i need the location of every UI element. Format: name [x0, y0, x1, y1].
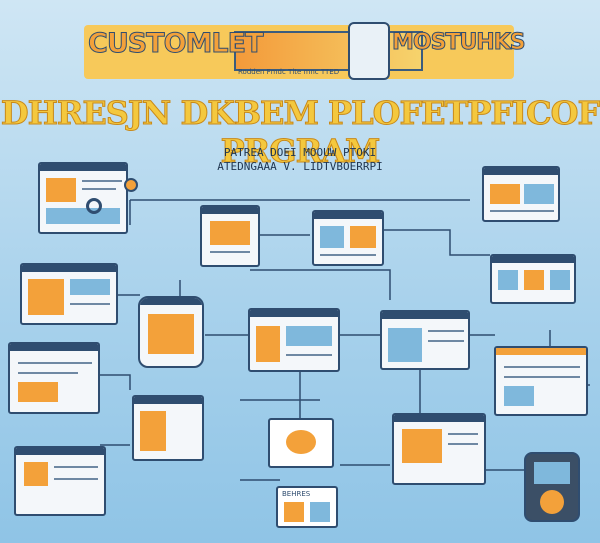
laptop-panel: [200, 205, 260, 267]
window-panel: [248, 308, 340, 372]
window-panel: [392, 413, 486, 485]
window-panel: [494, 346, 588, 416]
card-panel: BEHRES: [276, 486, 338, 528]
device-panel: [524, 452, 580, 522]
graphic-panel: [268, 418, 334, 468]
window-panel: [14, 446, 106, 516]
window-panel: [20, 263, 118, 325]
window-panel: [8, 342, 100, 414]
window-panel: [380, 310, 470, 370]
card-label: BEHRES: [282, 490, 311, 498]
window-panel: [38, 162, 128, 234]
page-title: DHRESJN DKBEM PLOFETPFICOF PRGRAM: [0, 94, 600, 171]
window-panel: [482, 166, 560, 222]
window-panel: [132, 395, 204, 461]
window-panel: [490, 254, 576, 304]
robot-icon: [348, 22, 390, 80]
window-panel: [312, 210, 384, 266]
banner-title-right: MOSTUHKS: [392, 30, 527, 56]
banner-subtitle: Rodden Fmdc Tlte mnc TTED: [238, 68, 340, 76]
header-banner: [84, 25, 514, 79]
magnifier-icon: [86, 198, 102, 214]
device-panel: [138, 296, 204, 368]
subheading-line-2: ATEDNGAAA V. LIDTVBOERRPI: [217, 160, 383, 173]
subheading-line-1: PATREA DOEI MOOUW PTOKI: [223, 146, 377, 159]
banner-title-left: CUSTOMLET: [88, 28, 264, 60]
gear-icon: [124, 178, 138, 192]
